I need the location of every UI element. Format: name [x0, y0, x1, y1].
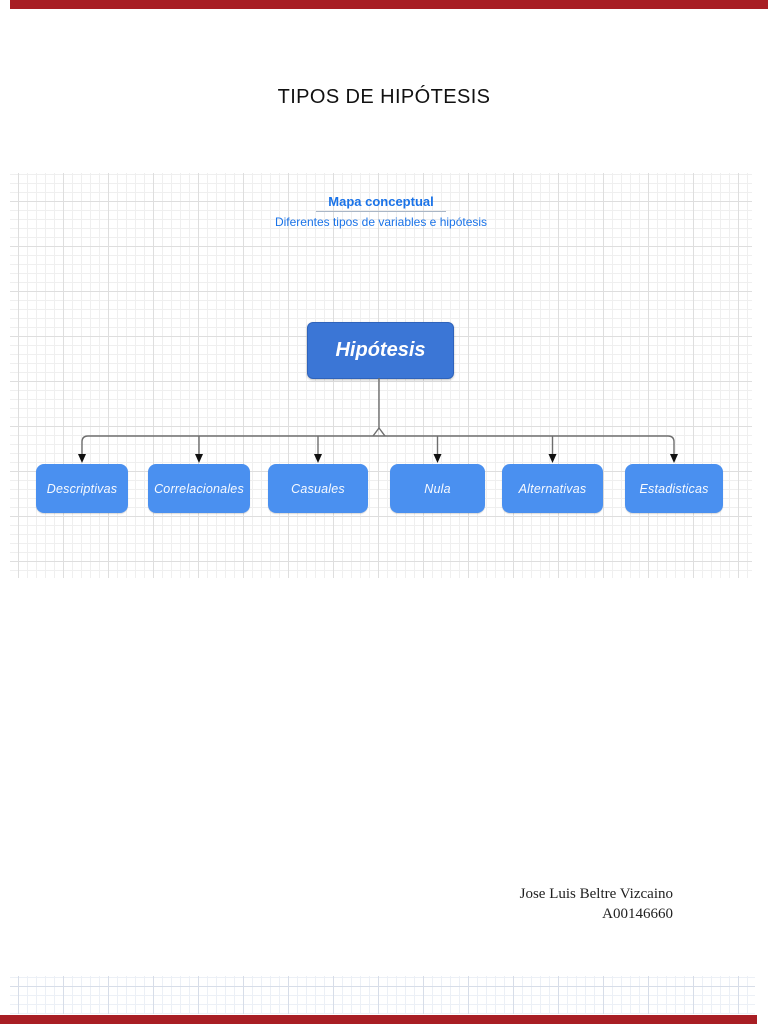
connector-lines — [78, 378, 678, 463]
node-casuales: Casuales — [268, 464, 368, 513]
concept-map-canvas: Mapa conceptual Diferentes tipos de vari… — [10, 173, 752, 578]
arrow-down-icon — [433, 454, 442, 463]
page-edge-bottom-bar — [0, 1015, 757, 1024]
node-label: Nula — [424, 481, 451, 496]
page-title: TIPOS DE HIPÓTESIS — [277, 86, 491, 108]
arrow-down-icon — [314, 454, 322, 463]
page-edge-top-bar — [10, 0, 768, 9]
map-heading-block: Mapa conceptual Diferentes tipos de vari… — [10, 193, 752, 229]
arrow-down-icon — [670, 454, 678, 463]
node-label: Descriptivas — [46, 481, 118, 496]
author-block: Jose Luis Beltre Vizcaino A00146660 — [520, 884, 673, 924]
map-heading: Mapa conceptual — [316, 194, 446, 212]
node-label: Alternativas — [518, 481, 587, 496]
branch-stubs — [198, 436, 554, 455]
node-label: Estadisticas — [639, 481, 709, 496]
arrow-down-icon — [78, 454, 86, 463]
rail-line — [81, 435, 675, 455]
node-estadisticas: Estadisticas — [625, 464, 723, 513]
node-nula: Nula — [390, 464, 485, 513]
author-student-id: A00146660 — [602, 906, 673, 922]
node-descriptivas: Descriptivas — [36, 464, 128, 513]
node-correlacionales: Correlacionales — [148, 464, 250, 513]
map-subheading: Diferentes tipos de variables e hipótesi… — [274, 215, 488, 229]
stem-flare — [372, 426, 386, 437]
node-label: Hipótesis — [335, 339, 426, 361]
node-alternativas: Alternativas — [502, 464, 603, 513]
arrow-down-icon — [195, 454, 203, 463]
author-name: Jose Luis Beltre Vizcaino — [519, 886, 673, 902]
arrow-down-icon — [548, 454, 557, 463]
next-page-grid-edge — [10, 976, 755, 1014]
node-hipotesis: Hipótesis — [307, 322, 454, 379]
node-label: Casuales — [291, 481, 345, 496]
node-label: Correlacionales — [154, 481, 244, 496]
